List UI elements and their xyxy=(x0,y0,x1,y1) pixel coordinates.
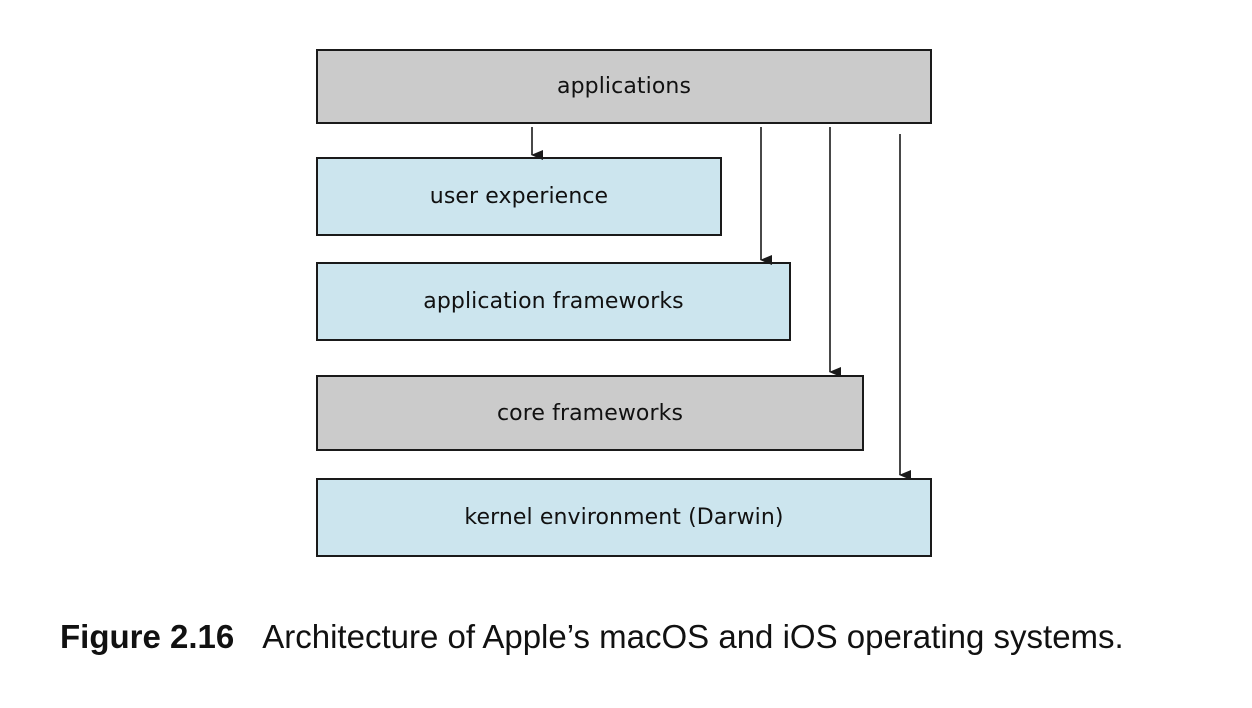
layer-user-experience: user experience xyxy=(316,157,722,236)
layer-applications: applications xyxy=(316,49,932,124)
figure-label: Figure 2.16 xyxy=(60,618,235,655)
layer-kernel-environment-label: kernel environment (Darwin) xyxy=(464,505,784,530)
layer-application-frameworks-label: application frameworks xyxy=(423,289,684,314)
figure-caption: Figure 2.16 Architecture of Apple’s macOS… xyxy=(60,618,1124,656)
layer-applications-label: applications xyxy=(556,74,692,99)
layer-core-frameworks: core frameworks xyxy=(316,375,864,451)
layer-user-experience-label: user experience xyxy=(429,184,609,209)
layer-application-frameworks: application frameworks xyxy=(316,262,791,341)
layer-kernel-environment: kernel environment (Darwin) xyxy=(316,478,932,557)
layer-core-frameworks-label: core frameworks xyxy=(496,400,684,426)
figure-caption-text: Architecture of Apple’s macOS and iOS op… xyxy=(262,618,1124,655)
